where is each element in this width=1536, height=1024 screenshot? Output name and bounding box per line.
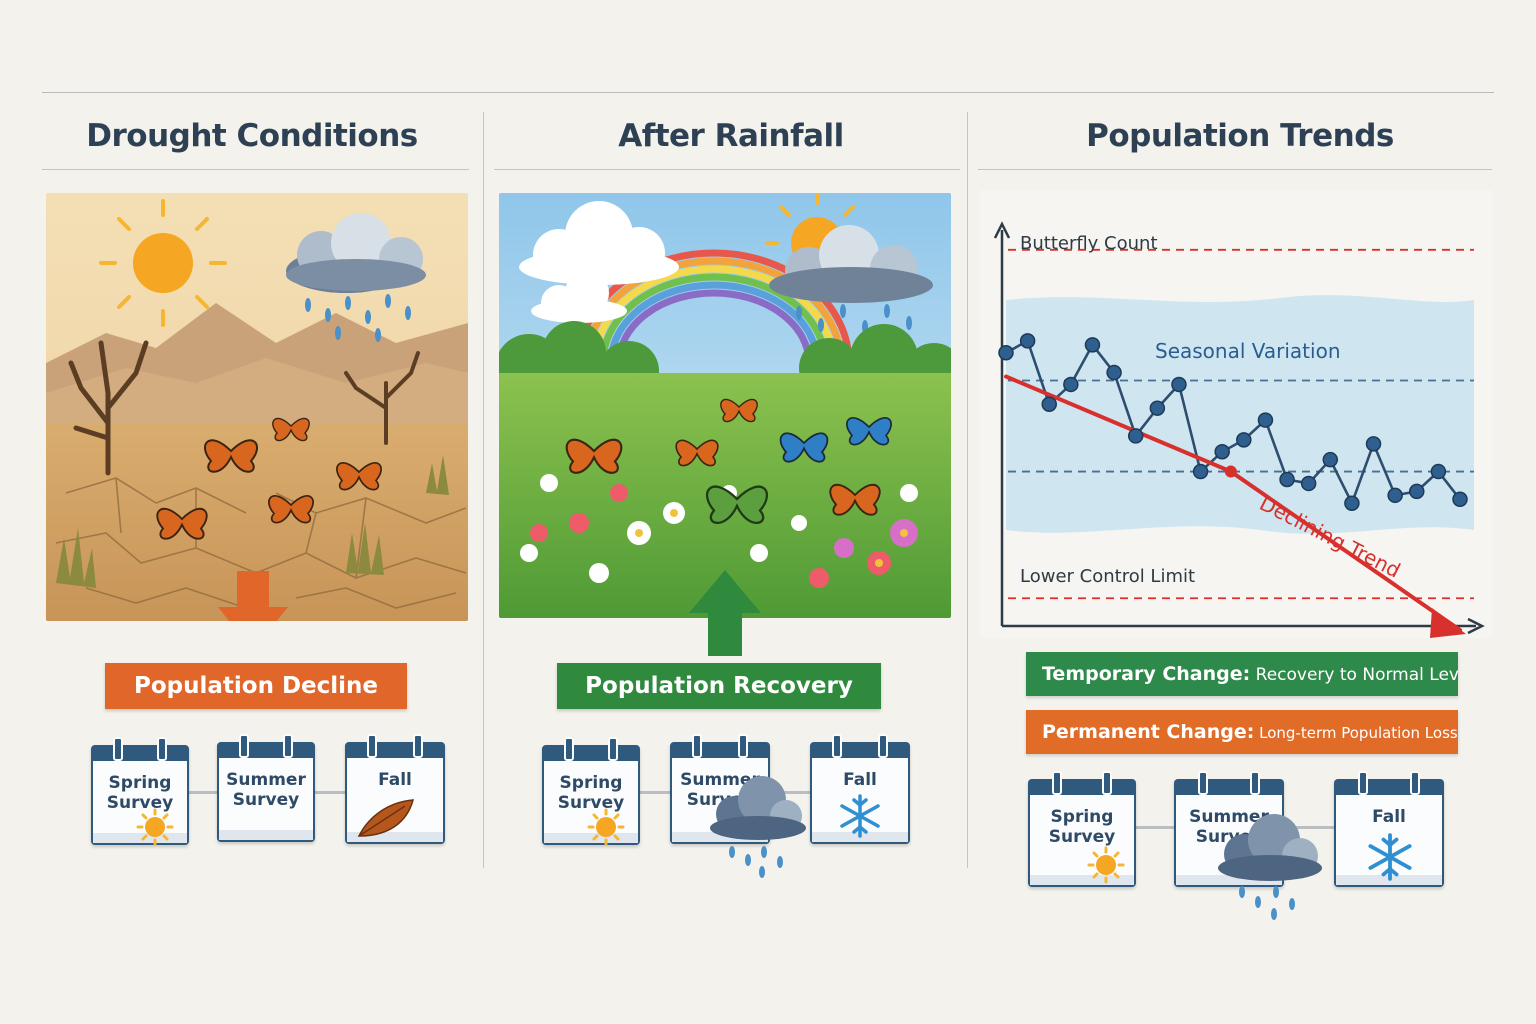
rain-cloud-icon — [286, 213, 426, 342]
divider-2 — [967, 112, 968, 868]
divider-1 — [483, 112, 484, 868]
data-point — [1192, 463, 1209, 480]
calendar-spring-survey: Spring Survey — [91, 737, 189, 846]
dead-tree-icon — [68, 340, 149, 476]
data-point — [1019, 333, 1036, 349]
snowflake-icon — [1368, 833, 1412, 881]
flower-icon — [520, 474, 918, 588]
dead-tree-icon — [344, 351, 420, 445]
title-rule-1 — [42, 169, 469, 170]
data-point — [1279, 471, 1295, 488]
sun-icon — [1087, 846, 1125, 884]
data-point — [1452, 491, 1468, 508]
dry-shrub-icon — [56, 455, 449, 588]
panel-title-trends: Population Trends — [1086, 118, 1394, 154]
drought-illustration — [46, 193, 468, 621]
data-point — [1365, 436, 1382, 452]
temporary-change-bar: Temporary Change: Recovery to Normal Lev… — [1026, 652, 1458, 696]
rain-cloud-icon — [710, 776, 806, 878]
rainfall-illustration — [499, 193, 951, 618]
calendar-fall: Fall — [345, 734, 445, 844]
data-point — [1041, 396, 1057, 412]
calendar-connector — [313, 791, 345, 794]
calendar-label: Spring Survey — [557, 773, 625, 813]
chart-axes — [993, 221, 1485, 635]
arrow-up-icon — [689, 570, 761, 618]
calendar-connector — [185, 791, 217, 794]
calendar-label: Summer Survey — [226, 770, 306, 810]
arrow-down-icon — [218, 571, 288, 621]
data-point — [1236, 432, 1252, 448]
data-point — [1171, 376, 1187, 393]
calendar-spring-survey: Spring Survey — [1028, 771, 1136, 887]
rain-cloud-icon — [1218, 814, 1322, 920]
title-rule-3 — [978, 169, 1492, 170]
seasonal-variation-band — [1006, 295, 1474, 534]
data-point — [1127, 428, 1144, 444]
banner-population-recovery: Population Recovery — [557, 663, 881, 709]
temporary-change-label: Temporary Change: — [1042, 663, 1251, 685]
arrow-up-stem — [708, 618, 742, 656]
data-point — [1430, 463, 1447, 480]
calendar-label: Spring Survey — [106, 773, 174, 813]
sun-icon — [587, 808, 625, 846]
calendar-spring-survey: Spring Survey — [542, 737, 640, 846]
seasonal-variation-label: Seasonal Variation — [1155, 339, 1341, 363]
calendar-connector — [1134, 826, 1174, 829]
data-point — [1387, 487, 1403, 504]
panel-title-rainfall: After Rainfall — [618, 118, 844, 154]
data-point — [1084, 337, 1101, 353]
data-point — [1149, 400, 1166, 416]
permanent-change-bar: Permanent Change: Long-term Population L… — [1026, 710, 1458, 754]
butterfly-icon — [565, 398, 892, 524]
trend-arrowhead — [1430, 607, 1466, 638]
calendar-connector — [1282, 826, 1334, 829]
data-point — [1214, 444, 1230, 460]
temporary-change-text: Recovery to Normal Levels — [1255, 665, 1458, 685]
data-point — [1409, 483, 1425, 500]
data-point — [1106, 364, 1122, 381]
sun-icon — [99, 199, 227, 327]
calendar-label: Spring Survey — [1048, 807, 1116, 847]
rain-cloud-icon — [769, 225, 933, 352]
calendar-fall: Fall — [1334, 771, 1444, 887]
lower-control-limit-label: Lower Control Limit — [1020, 566, 1195, 587]
calendar-summer-survey: Summer Survey — [1174, 771, 1284, 887]
calendar-label: Fall — [378, 770, 412, 790]
drought-scene — [46, 193, 468, 621]
y-axis-label: Butterfly Count — [1020, 233, 1158, 254]
calendar-summer-survey: Summer Survey — [217, 734, 315, 842]
trend-chart: Butterfly Count Seasonal Variation Lower… — [993, 221, 1485, 638]
top-rule — [42, 92, 1494, 93]
data-point — [1300, 475, 1317, 492]
data-point — [1344, 495, 1360, 511]
leaf-icon — [357, 799, 415, 837]
snowflake-icon — [840, 794, 880, 838]
butterfly-count-line — [1005, 338, 1462, 507]
title-rule-2 — [494, 169, 960, 170]
data-point — [998, 345, 1014, 361]
sun-icon — [136, 808, 174, 846]
calendar-label: Fall — [1372, 807, 1406, 827]
cloud-icon — [519, 201, 679, 323]
calendar-connector — [768, 791, 810, 794]
panel-title-drought: Drought Conditions — [86, 118, 418, 154]
calendar-fall: Fall — [810, 734, 910, 844]
butterfly-icon — [156, 417, 382, 540]
permanent-change-label: Permanent Change: — [1042, 721, 1255, 743]
trend-chart-panel: Butterfly Count Seasonal Variation Lower… — [980, 190, 1492, 638]
data-point — [1322, 451, 1339, 468]
data-point — [1063, 376, 1079, 393]
calendar-label: Fall — [843, 770, 877, 790]
rainfall-scene — [499, 193, 951, 618]
banner-population-decline: Population Decline — [105, 663, 407, 709]
trend-point — [1224, 465, 1237, 478]
data-point — [1257, 412, 1274, 428]
permanent-change-text: Long-term Population Loss — [1259, 724, 1458, 742]
calendar-connector — [636, 791, 670, 794]
